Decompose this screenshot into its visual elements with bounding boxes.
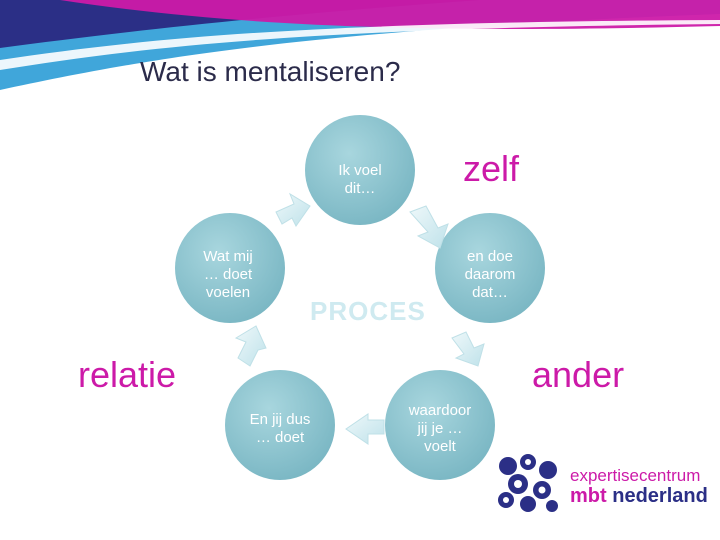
node-wat-mij — [175, 213, 285, 323]
arrow-en-doe-to-waardoor — [451, 331, 485, 367]
label-zelf: zelf — [463, 148, 520, 189]
arrow-waardoor-to-en-jij — [345, 413, 385, 445]
logo-dot-8 — [546, 500, 558, 512]
arrow-en-jij-to-wat-mij — [234, 325, 267, 367]
logo-dot-7 — [520, 496, 536, 512]
logo-expertisecentrum: expertisecentrum — [570, 466, 701, 485]
arrow-ik-voel-to-en-doe — [409, 205, 449, 249]
logo-hole-3 — [525, 459, 531, 465]
label-proces: PROCES — [310, 296, 426, 326]
node-ik-voel-label: Ik voel dit… — [338, 162, 382, 197]
node-en-jij-label: En jij dus … doet — [249, 411, 311, 446]
logo-nederland: nederland — [612, 485, 708, 507]
node-en-doe — [435, 213, 545, 323]
page-title: Wat is mentaliseren? — [140, 56, 401, 87]
header-magenta-swoosh — [60, 0, 720, 29]
header-decoration — [0, 0, 720, 90]
header-navy-swoosh — [0, 0, 480, 48]
logo-dot-3 — [539, 461, 557, 479]
node-en-jij — [225, 370, 335, 480]
logo-dot-1 — [499, 457, 517, 475]
label-ander: ander — [532, 354, 625, 395]
logo-hole-1 — [514, 480, 522, 488]
node-en-doe-label: en doe daarom dat… — [464, 248, 516, 301]
node-wat-mij-label: Wat mij … doet voelen — [203, 248, 253, 301]
header-white-gap — [0, 20, 720, 70]
logo-mbt: mbt — [570, 485, 607, 507]
logo-hole-4 — [503, 497, 509, 503]
node-waardoor — [385, 370, 495, 480]
logo-wordmark: mbt nederland — [570, 485, 708, 508]
mbt-logo-mark — [498, 454, 558, 512]
node-ik-voel — [305, 115, 415, 225]
arrow-wat-mij-to-ik-voel — [275, 192, 311, 227]
label-relatie: relatie — [78, 354, 177, 395]
node-waardoor-label: waardoor jij je … voelt — [408, 402, 472, 455]
logo-hole-2 — [538, 486, 546, 494]
